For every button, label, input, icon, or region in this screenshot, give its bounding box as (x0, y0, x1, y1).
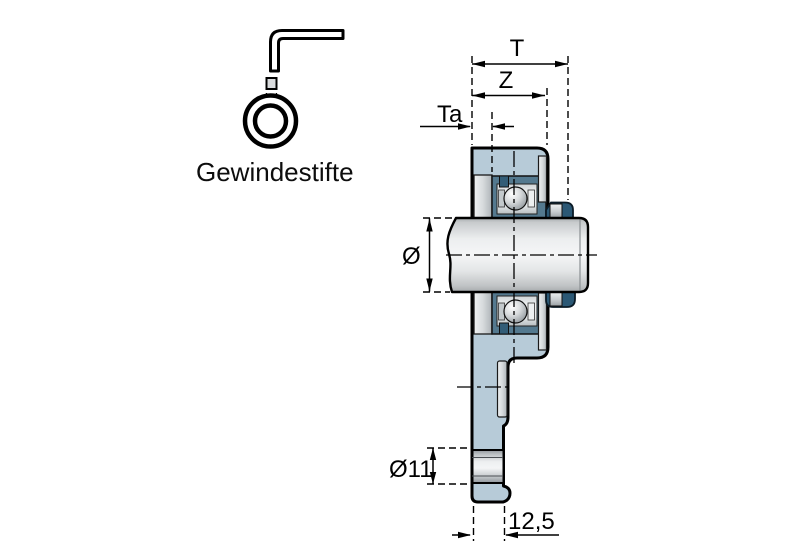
dimension-Ta: Ta (420, 101, 514, 130)
allen-key-icon (269, 29, 345, 73)
cage-right-lower (527, 302, 535, 321)
back-face-upper (537, 155, 548, 203)
seal-lip (499, 175, 509, 188)
dimension-T: T (472, 35, 568, 68)
ball-lower (503, 299, 528, 324)
collar-sleeve-lower (549, 291, 563, 307)
cage-right (527, 189, 535, 208)
dim-label-shaft-diameter: Ø (402, 243, 421, 270)
front-plate-face-lower (473, 291, 493, 335)
seal-lip-lower (499, 322, 509, 335)
legend-label: Gewindestifte (196, 157, 354, 187)
dim-label-flange-thickness: 12,5 (508, 508, 555, 535)
dim-label-Z: Z (499, 67, 514, 94)
dimension-extension-lines (423, 56, 569, 541)
set-screw-icon (265, 77, 278, 90)
ball-upper (503, 186, 528, 211)
dimension-bolt-hole: Ø11 (389, 448, 437, 484)
lower-bearing-section (473, 291, 576, 351)
locking-collar-icon (242, 93, 299, 149)
dim-label-T: T (510, 35, 525, 62)
set-screw-legend: Gewindestifte (196, 29, 354, 187)
dimension-shaft-diameter: Ø (402, 218, 433, 292)
dimension-flange-thickness: 12,5 (452, 508, 559, 539)
dim-label-Ta: Ta (437, 101, 463, 128)
front-plate-face (473, 174, 493, 219)
arm-step-face (496, 360, 508, 418)
upper-bearing-section (473, 155, 574, 219)
collar-sleeve-upper (549, 203, 563, 219)
dim-label-bolt-hole: Ø11 (389, 456, 433, 483)
flange-bolt-hole (472, 449, 503, 484)
bearing-cross-section (446, 146, 597, 504)
dimension-Z: Z (472, 67, 545, 99)
